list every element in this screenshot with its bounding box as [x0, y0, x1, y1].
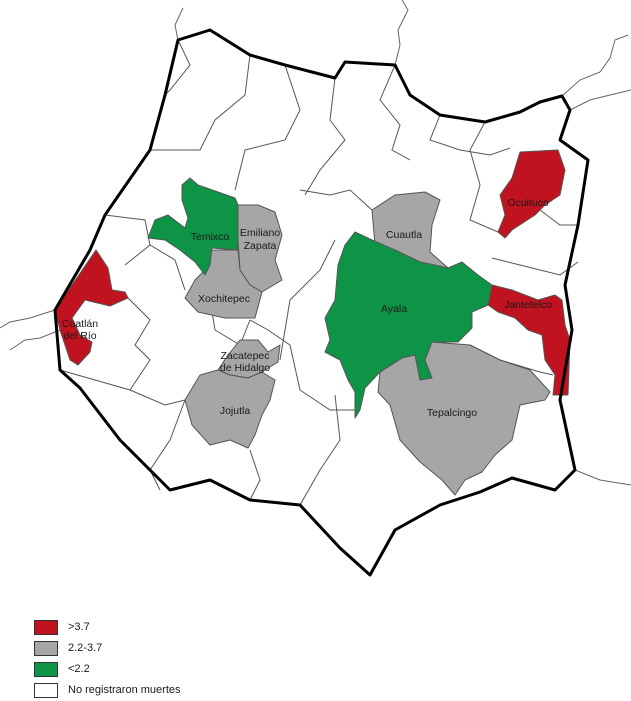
morelos-municipality-map: Ocuituco Jantetelco Coatlán del Río Cuau… [0, 0, 631, 577]
label-coatlan-line1: Coatlán [62, 318, 98, 330]
municipality-ayala [324, 231, 493, 419]
legend-item-medium: 2.2-3.7 [34, 638, 181, 658]
municipality-ocuituco [497, 149, 566, 239]
label-emiliano-zapata-line2: Zapata [244, 240, 277, 252]
municipality-temixco [147, 177, 239, 276]
map-legend: >3.7 2.2-3.7 <2.2 No registraron muertes [34, 617, 181, 701]
external-boundaries [0, 0, 631, 486]
legend-swatch-none [34, 682, 58, 698]
label-cuautla: Cuautla [386, 229, 422, 241]
legend-swatch-low [34, 661, 58, 677]
legend-item-none: No registraron muertes [34, 680, 181, 700]
legend-item-high: >3.7 [34, 617, 181, 637]
label-emiliano-zapata-line1: Emiliano [240, 227, 280, 239]
label-xochitepec: Xochitepec [198, 293, 250, 305]
label-tepalcingo: Tepalcingo [427, 407, 477, 419]
legend-label-medium: 2.2-3.7 [68, 642, 103, 654]
municipality-jojutla [184, 369, 276, 449]
label-jantetelco: Jantetelco [504, 299, 552, 311]
legend-swatch-high [34, 619, 58, 635]
label-ocuituco: Ocuituco [507, 197, 549, 209]
municipal-boundaries [59, 39, 579, 506]
municipality-jantetelco [487, 284, 571, 396]
legend-swatch-medium [34, 640, 58, 656]
legend-label-low: <2.2 [68, 663, 90, 675]
municipality-coatlan-del-rio [54, 249, 129, 366]
label-ayala: Ayala [381, 303, 407, 315]
legend-label-none: No registraron muertes [68, 684, 181, 696]
label-temixco: Temixco [191, 231, 230, 243]
state-border [53, 28, 590, 577]
legend-item-low: <2.2 [34, 659, 181, 679]
label-zacatepec-line2: de Hidalgo [220, 362, 270, 374]
label-jojutla: Jojutla [220, 405, 251, 417]
label-zacatepec-line1: Zacatepec [220, 350, 269, 362]
municipality-xochitepec [184, 249, 263, 319]
label-coatlan-line2: del Río [63, 330, 96, 342]
legend-label-high: >3.7 [68, 621, 90, 633]
municipality-labels: Ocuituco Jantetelco Coatlán del Río Cuau… [62, 197, 552, 419]
